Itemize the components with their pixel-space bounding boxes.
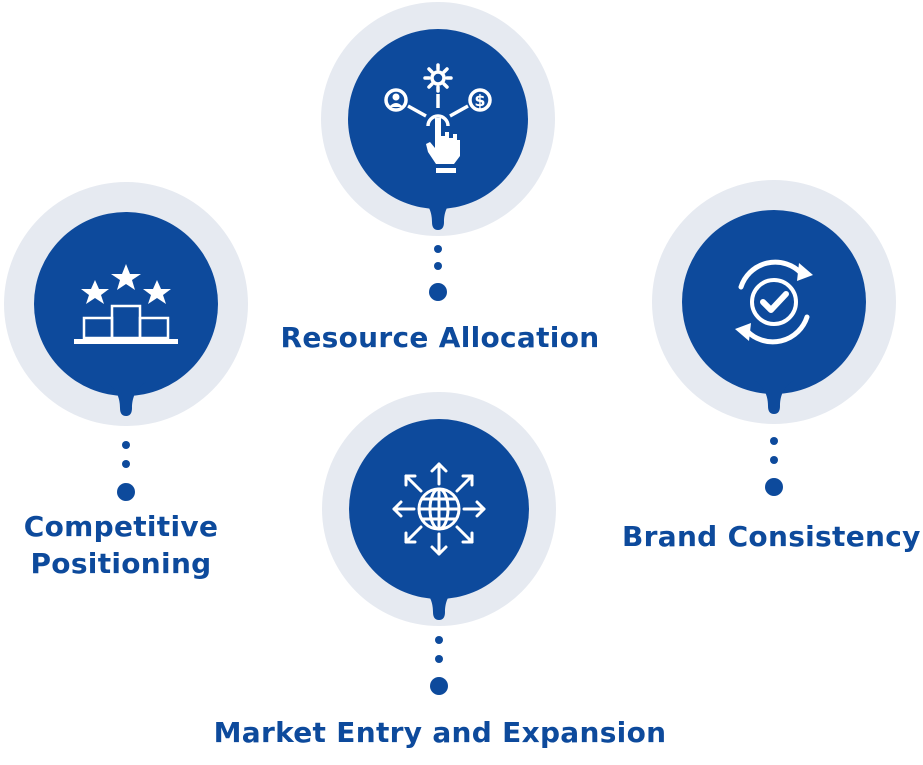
connector-end-dot [117, 483, 135, 501]
connector-dot [122, 460, 130, 468]
node-label-line1: Competitive [23, 510, 219, 543]
connector-dot [770, 456, 778, 464]
node-disc [682, 210, 866, 394]
connector-dot [770, 437, 778, 445]
node-disc [34, 212, 218, 396]
drip-connector [419, 586, 459, 620]
globe-arrows-icon [392, 462, 486, 556]
node-label: Brand Consistency [622, 520, 921, 553]
hand-pointer-network-icon: $ [384, 63, 492, 173]
drip-connector [106, 382, 146, 416]
node-label: Resource Allocation [280, 321, 600, 354]
svg-text:$: $ [474, 91, 485, 110]
connector-end-dot [430, 677, 448, 695]
connector-dot [434, 245, 442, 253]
node-label-line2: Positioning [30, 547, 212, 580]
connector-dot [434, 262, 442, 270]
node-label: Market Entry and Expansion [213, 716, 667, 749]
connector-end-dot [429, 283, 447, 301]
connector-dot [122, 441, 130, 449]
podium-stars-icon [74, 264, 178, 344]
connector-dot [435, 636, 443, 644]
connector-dot [435, 655, 443, 663]
drip-connector [418, 196, 458, 230]
drip-connector [754, 380, 794, 414]
connector-end-dot [765, 478, 783, 496]
cycle-check-icon [735, 259, 813, 345]
